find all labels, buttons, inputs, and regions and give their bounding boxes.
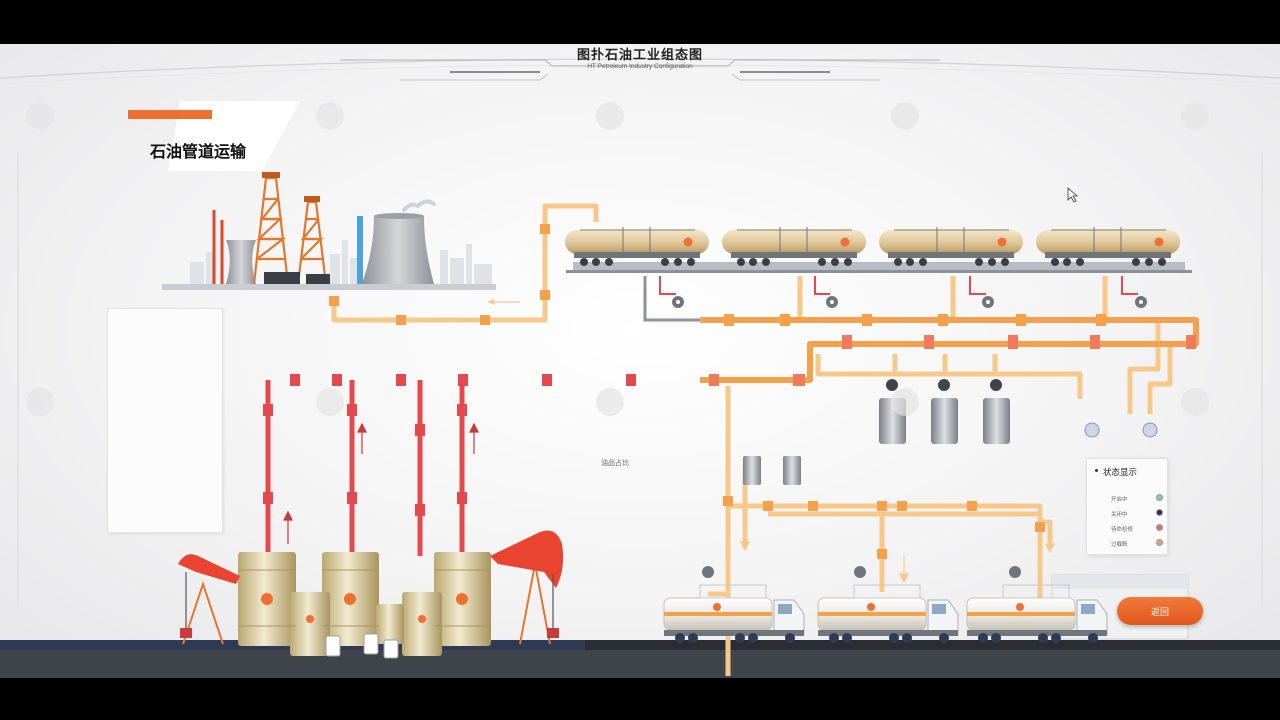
scada-canvas: 图扑石油工业组态图 HT Petroleum Industry Configur… — [0, 44, 1280, 678]
status-dot-icon — [1156, 494, 1163, 501]
pumps — [1085, 423, 1157, 437]
section-title: 石油管道运输 — [150, 138, 246, 162]
rail-valves — [672, 296, 1147, 308]
oil-ratio-label: 油品占比 — [601, 458, 629, 468]
rail-tank-cars — [565, 227, 1192, 273]
legend-item: 开启中 — [1111, 495, 1163, 503]
page-title: 图扑石油工业组态图 — [0, 44, 1280, 63]
cursor-icon — [1068, 188, 1077, 202]
refinery-plant — [162, 172, 496, 290]
orange-pipe-main — [700, 320, 1196, 380]
side-info-panel — [107, 308, 223, 533]
legend-item-label: 待命检修 — [1111, 527, 1133, 533]
status-legend: 状态显示 开启中 关闭中 待命检修 过载断 — [1086, 458, 1168, 555]
status-dot-icon — [1156, 524, 1163, 531]
page-subtitle: HT Petroleum Industry Configuration — [0, 63, 1280, 70]
legend-item: 过载断 — [1111, 540, 1163, 548]
legend-title: 状态显示 — [1103, 466, 1137, 478]
legend-item-label: 过载断 — [1111, 542, 1128, 548]
status-dot-icon — [1156, 539, 1163, 546]
legend-item-label: 开启中 — [1111, 497, 1128, 503]
legend-item: 关闭中 — [1111, 510, 1163, 518]
storage-drums — [743, 379, 1010, 485]
legend-bullet-icon — [1095, 469, 1098, 472]
crude-oil-tanks — [238, 552, 491, 658]
legend-item-label: 关闭中 — [1111, 512, 1128, 518]
tanker-trucks — [664, 575, 1188, 643]
legend-item: 待命检修 — [1111, 525, 1163, 533]
back-button[interactable]: 返回 — [1117, 597, 1203, 625]
section-banner-accent — [128, 110, 212, 119]
truck-valves — [702, 566, 1021, 578]
status-dot-icon — [1156, 509, 1163, 516]
